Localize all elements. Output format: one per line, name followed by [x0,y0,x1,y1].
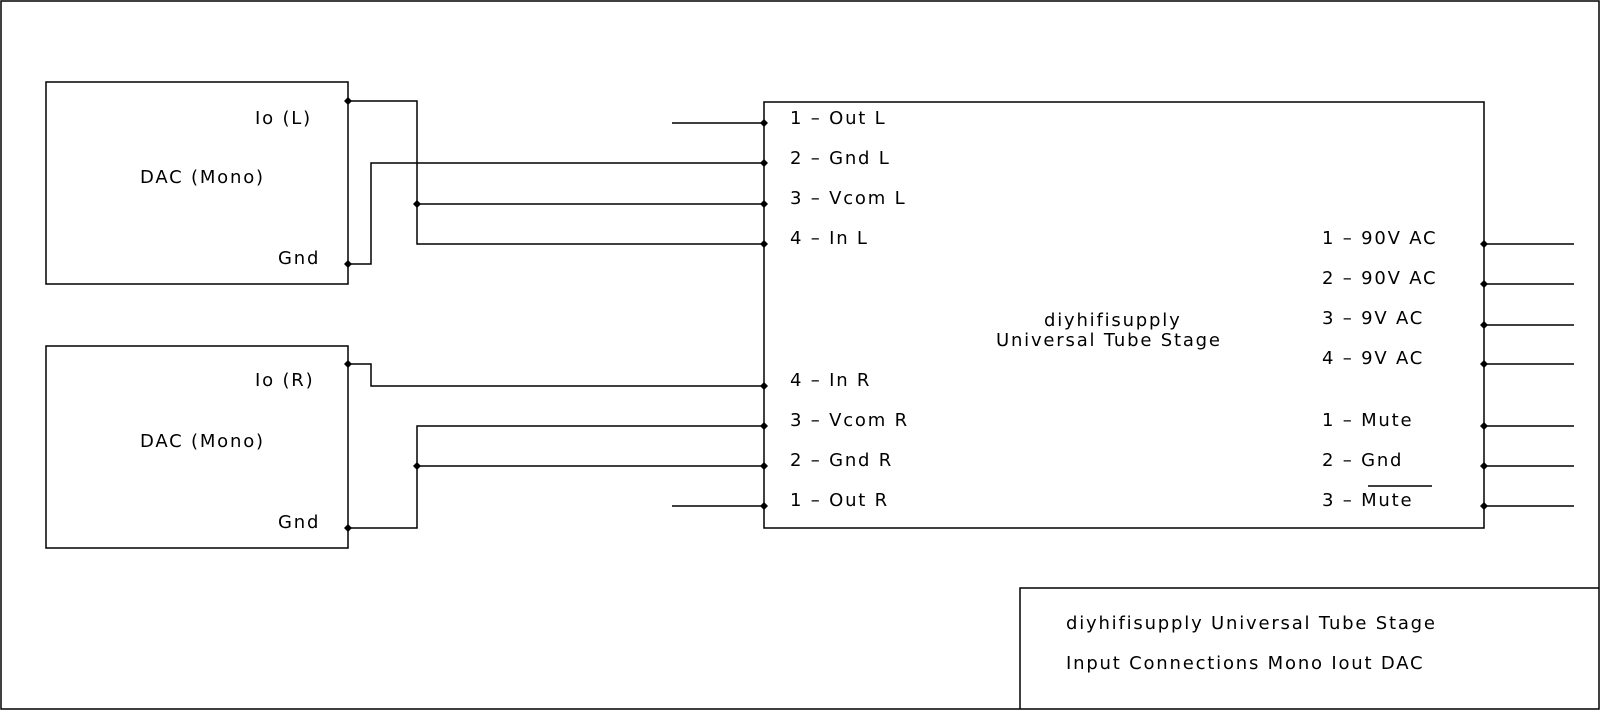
dac-left-output-label: Io (L) [255,108,312,129]
title-block-border [1019,587,1599,709]
dot-pin-gnd [1480,462,1488,470]
tube-stage-name-line1: diyhifisupply [1044,310,1182,331]
dot-pin-gnd-l [760,159,768,167]
pin-in-l: 4 – In L [790,228,869,249]
dac-left-box [45,81,349,285]
dot-io-r [344,360,352,368]
dot-junction-gnd-r [413,462,421,470]
connection-dots [344,97,1488,532]
pin-gnd: 2 – Gnd [1322,450,1403,471]
dot-junction-vcom-l [413,200,421,208]
tube-stage-name-line2: Universal Tube Stage [996,330,1222,351]
title-block: diyhifisupply Universal Tube Stage Input… [1019,587,1599,709]
pin-mute-inverted: 3 – Mute [1322,490,1413,511]
title-block-line1: diyhifisupply Universal Tube Stage [1066,613,1437,634]
pin-out-r: 1 – Out R [790,490,889,511]
dot-gnd-left [344,260,352,268]
pin-in-r: 4 – In R [790,370,871,391]
dot-pin-in-r [760,382,768,390]
pin-90v-ac-1: 1 – 90V AC [1322,228,1437,249]
wire-gnd-right-to-vcom-r [348,425,764,529]
dot-pin-in-l [760,240,768,248]
dot-io-l [344,97,352,105]
dot-pin-9v-ac-3 [1480,321,1488,329]
dac-right-gnd-label: Gnd [278,512,320,533]
dot-pin-vcom-l [760,200,768,208]
pin-gnd-l: 2 – Gnd L [790,148,891,169]
pin-9v-ac-4: 4 – 9V AC [1322,348,1424,369]
pin-out-l: 1 – Out L [790,108,886,129]
dac-right-box [45,345,349,549]
dac-right-title: DAC (Mono) [140,431,265,452]
tube-stage-box [763,101,1485,529]
pin-mute: 1 – Mute [1322,410,1413,431]
dac-right-output-label: Io (R) [255,370,314,391]
wire-io-r-to-in-r [348,363,764,387]
title-block-line2: Input Connections Mono Iout DAC [1066,653,1424,674]
dac-left-block: DAC (Mono) Io (L) Gnd [45,81,349,285]
pin-vcom-l: 3 – Vcom L [790,188,906,209]
dac-right-block: DAC (Mono) Io (R) Gnd [45,345,349,549]
pin-9v-ac-3: 3 – 9V AC [1322,308,1424,329]
dot-pin-90v-ac-1 [1480,240,1488,248]
dot-pin-vcom-r [760,422,768,430]
pin-90v-ac-2: 2 – 90V AC [1322,268,1437,289]
dot-pin-gnd-r [760,462,768,470]
wire-io-l-to-in-l [348,100,764,245]
dot-pin-9v-ac-4 [1480,360,1488,368]
dac-left-gnd-label: Gnd [278,248,320,269]
dot-pin-mute [1480,422,1488,430]
dac-left-title: DAC (Mono) [140,167,265,188]
pin-vcom-r: 3 – Vcom R [790,410,909,431]
wiring [348,100,1574,529]
wire-gnd-left-to-gnd-l [348,162,764,265]
dot-pin-out-l [760,119,768,127]
tube-stage-block: diyhifisupply Universal Tube Stage 1 – O… [763,101,1485,529]
dot-pin-90v-ac-2 [1480,280,1488,288]
pin-gnd-r: 2 – Gnd R [790,450,893,471]
dot-pin-out-r [760,502,768,510]
dot-pin-mute-inverted [1480,502,1488,510]
dot-gnd-right [344,524,352,532]
